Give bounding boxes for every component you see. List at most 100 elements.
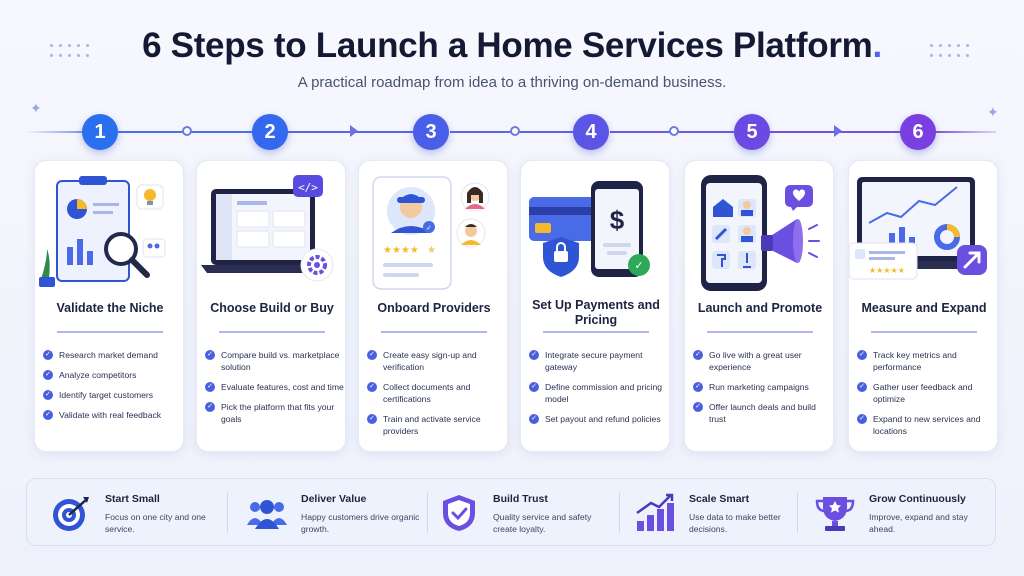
timeline-node: [669, 126, 679, 136]
principle-desc: Happy customers drive organic growth.: [301, 512, 420, 534]
principle-grow-continuously: Grow Continuously Improve, expand and st…: [813, 487, 989, 539]
list-item: ✓Gather user feedback and optimize: [857, 381, 997, 405]
step-number-1: 1: [82, 114, 118, 150]
step-card-validate-niche: Validate the Niche ✓Research market dema…: [34, 160, 184, 452]
divider: [219, 331, 325, 333]
list-item: ✓Create easy sign-up and verification: [367, 349, 507, 373]
check-icon: ✓: [529, 350, 539, 360]
list-item: ✓Validate with real feedback: [43, 409, 183, 421]
check-icon: ✓: [367, 382, 377, 392]
check-icon: ✓: [205, 382, 215, 392]
trophy-icon: [815, 497, 855, 531]
step-checklist: ✓Track key metrics and performance ✓Gath…: [857, 349, 997, 445]
list-item: ✓Go live with a great user experience: [693, 349, 833, 373]
phone-megaphone-icon: [701, 175, 820, 291]
principle-build-trust: Build Trust Quality service and safety c…: [437, 487, 617, 539]
card-phone-payment-icon: $ ✓: [529, 181, 650, 277]
sparkle-icon: ✦: [30, 100, 42, 116]
step-title: Onboard Providers: [377, 301, 491, 315]
check-icon: ✓: [43, 350, 53, 360]
list-item: ✓Offer launch deals and build trust: [693, 401, 833, 425]
step-title: Measure and Expand: [861, 301, 987, 315]
step-checklist: ✓Compare build vs. marketplace solution …: [205, 349, 345, 433]
step-number-6: 6: [900, 114, 936, 150]
clipboard-magnifier-chart-icon: [39, 176, 166, 287]
step-card-payments-pricing: $ ✓ Set Up Payments and Pricing ✓Integra…: [520, 160, 670, 452]
timeline-arrow-icon: [350, 125, 358, 137]
step-number-4: 4: [573, 114, 609, 150]
page-subtitle: A practical roadmap from idea to a thriv…: [297, 74, 727, 91]
step-title: Set Up Payments and Pricing: [532, 298, 660, 327]
list-item: ✓Integrate secure payment gateway: [529, 349, 669, 373]
list-item: ✓Define commission and pricing model: [529, 381, 669, 405]
list-item: ✓Track key metrics and performance: [857, 349, 997, 373]
principle-desc: Improve, expand and stay ahead.: [869, 512, 968, 534]
timeline-line: [934, 131, 996, 133]
principle-desc: Focus on one city and one service.: [105, 512, 206, 534]
check-icon: ✓: [857, 350, 867, 360]
step-card-onboard-providers: ✓ ★★★★ ★ Onboard Providers ✓Create easy …: [358, 160, 508, 452]
list-item: ✓Pick the platform that fits your goals: [205, 401, 345, 425]
principle-desc: Quality service and safety create loyalt…: [493, 512, 592, 534]
principle-title: Start Small: [105, 493, 160, 505]
principle-title: Scale Smart: [689, 493, 750, 505]
shield-check-icon: [443, 495, 475, 531]
step-title: Validate the Niche: [56, 301, 164, 315]
decorative-dots-left: [50, 44, 95, 57]
step-checklist: ✓Go live with a great user experience ✓R…: [693, 349, 833, 433]
svg-text:✓: ✓: [634, 260, 643, 272]
growth-bars-icon: [636, 493, 674, 531]
list-item: ✓Analyze competitors: [43, 369, 183, 381]
list-item: ✓Expand to new services and locations: [857, 413, 997, 437]
timeline-line: [24, 131, 106, 133]
principles-strip: Start Small Focus on one city and one se…: [26, 478, 996, 546]
step-number-5: 5: [734, 114, 770, 150]
list-item: ✓Train and activate service providers: [367, 413, 507, 437]
timeline-node: [510, 126, 520, 136]
principle-title: Deliver Value: [301, 493, 367, 505]
divider: [57, 331, 163, 333]
step-card-measure-expand: ★★★★★ Measure and Expand ✓Track key metr…: [848, 160, 998, 452]
step-checklist: ✓Create easy sign-up and verification ✓C…: [367, 349, 507, 445]
principle-scale-smart: Scale Smart Use data to make better deci…: [633, 487, 803, 539]
check-icon: ✓: [43, 410, 53, 420]
decorative-dots-right: [930, 44, 975, 57]
step-number-3: 3: [413, 114, 449, 150]
list-item: ✓Collect documents and certifications: [367, 381, 507, 405]
svg-text:</>: </>: [298, 181, 318, 194]
check-icon: ✓: [43, 390, 53, 400]
check-icon: ✓: [693, 402, 703, 412]
list-item: ✓Set payout and refund policies: [529, 413, 669, 425]
principle-start-small: Start Small Focus on one city and one se…: [49, 487, 219, 539]
svg-text:★★★★: ★★★★: [383, 245, 419, 256]
svg-text:✓: ✓: [426, 225, 432, 232]
check-icon: ✓: [529, 414, 539, 424]
list-item: ✓Research market demand: [43, 349, 183, 361]
check-icon: ✓: [857, 382, 867, 392]
divider: [871, 331, 977, 333]
timeline-node: [182, 126, 192, 136]
step-number-2: 2: [252, 114, 288, 150]
svg-text:★★★★★: ★★★★★: [869, 266, 905, 275]
svg-text:★: ★: [427, 245, 436, 256]
check-icon: ✓: [43, 370, 53, 380]
step-checklist: ✓Integrate secure payment gateway ✓Defin…: [529, 349, 669, 433]
step-title: Choose Build or Buy: [210, 301, 334, 315]
timeline-arrow-icon: [834, 125, 842, 137]
check-icon: ✓: [205, 402, 215, 412]
sparkle-icon: ✦: [987, 104, 999, 120]
dashboard-growth-icon: ★★★★★: [849, 177, 987, 280]
principle-title: Build Trust: [493, 493, 548, 505]
principle-deliver-value: Deliver Value Happy customers drive orga…: [245, 487, 419, 539]
divider: [797, 493, 798, 533]
check-icon: ✓: [367, 414, 377, 424]
divider: [707, 331, 813, 333]
check-icon: ✓: [367, 350, 377, 360]
divider: [427, 493, 428, 533]
list-item: ✓Compare build vs. marketplace solution: [205, 349, 345, 373]
step-card-build-or-buy: </> Choose Build or Buy ✓Compare build v…: [196, 160, 346, 452]
provider-profile-cards-icon: ✓ ★★★★ ★: [372, 176, 490, 290]
divider: [543, 331, 649, 333]
check-icon: ✓: [205, 350, 215, 360]
target-icon: [53, 497, 89, 531]
